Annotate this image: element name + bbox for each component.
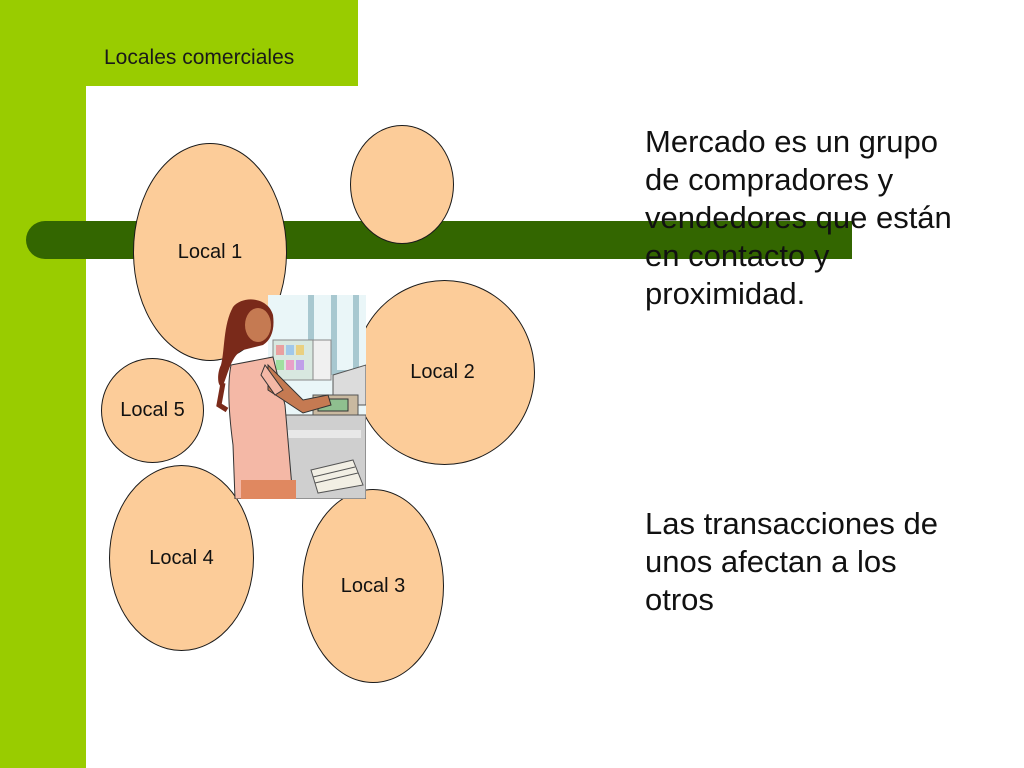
oval-local-3: Local 3 <box>302 489 444 683</box>
oval-local-5: Local 5 <box>101 358 204 463</box>
oval-local-4: Local 4 <box>109 465 254 651</box>
oval-local-1-label: Local 1 <box>177 240 243 263</box>
oval-local-2-label: Local 2 <box>410 361 475 383</box>
oval-local-5-label: Local 5 <box>120 399 185 421</box>
oval-local-3-label: Local 3 <box>340 574 406 597</box>
cashier-clipart <box>216 295 366 499</box>
paragraph-market-definition: Mercado es un grupo de compradores y ven… <box>645 124 952 311</box>
oval-blank <box>350 125 454 244</box>
oval-local-2: Local 2 <box>354 280 535 465</box>
paragraph-transactions: Las transacciones de unos afectan a los … <box>645 506 938 617</box>
white-rounded-corner <box>86 86 146 146</box>
oval-local-4-label: Local 4 <box>149 546 214 569</box>
top-green-band <box>0 0 358 86</box>
left-green-bar <box>0 0 86 768</box>
slide-title: Locales comerciales <box>104 46 295 69</box>
